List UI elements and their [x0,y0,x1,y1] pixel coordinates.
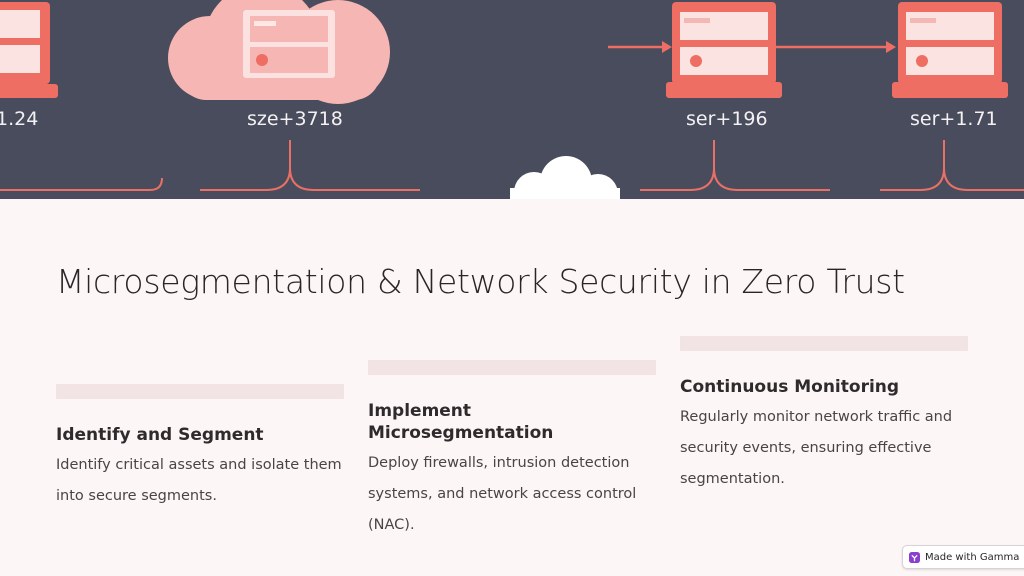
server-icon [666,2,782,98]
card-heading: Identify and Segment [56,425,264,445]
cloud-server-icon [168,0,390,104]
card-text: Identify critical assets and isolate the… [56,457,342,505]
hero-illustration: 1.24 sze+3718 ser+196 ser+1.71 [0,0,1024,199]
connector-lines [0,140,1024,191]
server-label: 1.24 [0,108,39,130]
card-accent-bar [680,336,968,351]
gamma-logo-icon [909,551,920,563]
server-icon [892,2,1008,98]
card-accent-bar [56,384,344,399]
step-card: Implement Microsegmentation Deploy firew… [368,360,656,541]
server-label: ser+1.71 [910,108,998,130]
step-card: Identify and Segment Identify critical a… [56,384,344,512]
server-label: sze+3718 [247,108,343,130]
card-text: Deploy firewalls, intrusion detection sy… [368,455,637,534]
page-title: Microsegmentation & Network Security in … [56,262,905,301]
badge-label: Made with Gamma [925,551,1020,563]
made-with-gamma-badge[interactable]: Made with Gamma [902,545,1024,569]
card-heading: Continuous Monitoring [680,377,900,397]
network-diagram-image [0,0,1024,199]
card-heading: Implement Microsegmentation [368,401,554,444]
arrow-icon [776,41,896,53]
cloud-icon [510,156,620,199]
card-accent-bar [368,360,656,375]
server-icon [0,2,58,98]
server-label: ser+196 [686,108,768,130]
arrow-icon [608,41,672,53]
card-text: Regularly monitor network traffic and se… [680,409,953,488]
step-card: Continuous Monitoring Regularly monitor … [680,336,968,495]
